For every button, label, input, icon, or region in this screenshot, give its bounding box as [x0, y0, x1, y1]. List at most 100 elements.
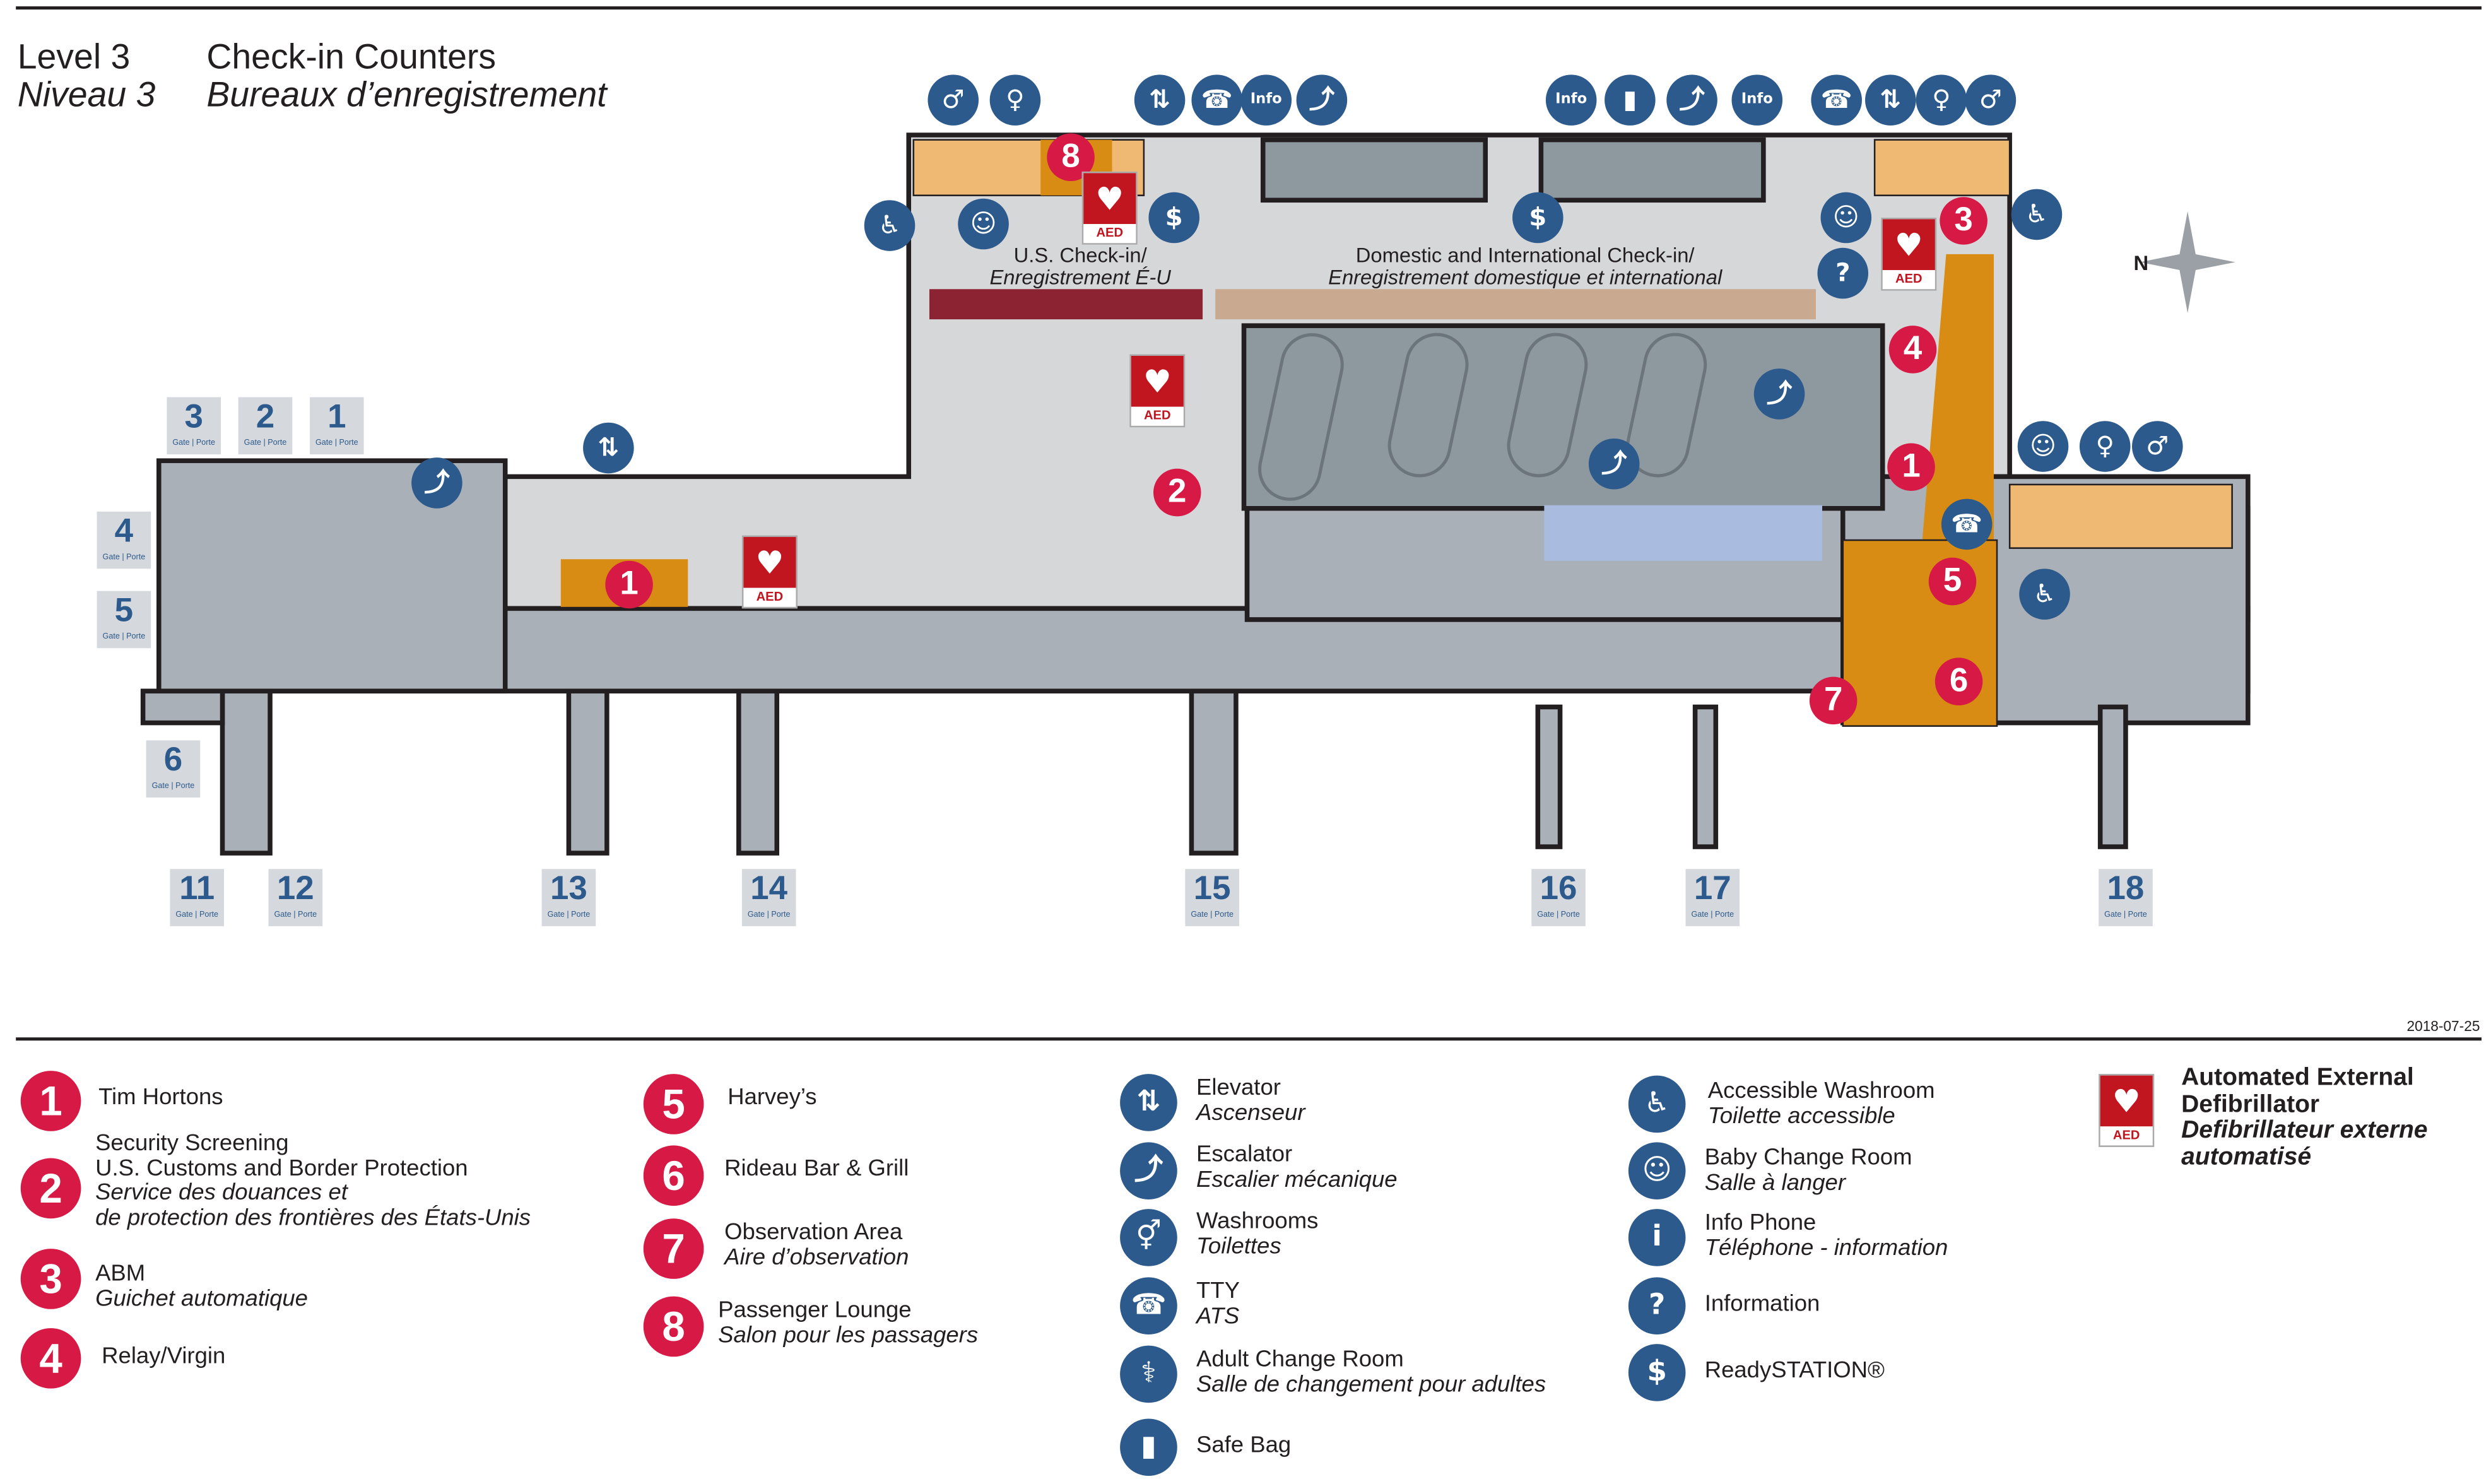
place-marker-3[interactable]: 3: [1940, 197, 1988, 245]
domestic-checkin-counters: [1215, 289, 1816, 320]
legend-place-en: Relay/Virgin: [102, 1344, 226, 1370]
man-icon[interactable]: ♂: [1965, 74, 2017, 126]
legend-service-en: Baby Change Room: [1704, 1145, 1912, 1171]
accessible-icon[interactable]: ♿: [864, 200, 916, 251]
safebag-icon[interactable]: ▮: [1605, 74, 1656, 126]
legend-service-label: Information: [1705, 1292, 1820, 1318]
legend-place-label: Harvey’s: [727, 1086, 816, 1111]
legend-service-fr: Escalier mécanique: [1196, 1167, 1398, 1192]
legend-aed-fr: automatisé: [2181, 1143, 2312, 1170]
gate-number: 12: [276, 870, 314, 907]
man-icon[interactable]: ♂: [928, 74, 979, 126]
aed-label: AED: [2112, 1128, 2140, 1143]
legend-place-number: 8: [643, 1296, 704, 1357]
elevator-icon[interactable]: ⇅: [1134, 74, 1186, 126]
gate-caption: Gate | Porte: [547, 910, 591, 920]
aed-sign[interactable]: ♥AED: [1081, 171, 1138, 245]
information-icon: ?: [1628, 1277, 1686, 1335]
gate-number: 4: [114, 513, 134, 550]
woman-icon[interactable]: ♀: [989, 74, 1041, 126]
aed-sign[interactable]: ♥AED: [741, 535, 798, 609]
gate-caption: Gate | Porte: [1691, 910, 1734, 920]
gate-number: 6: [163, 741, 183, 779]
washrooms-icon: ⚥: [1120, 1209, 1177, 1266]
gate-number: 3: [184, 398, 203, 435]
aed-label: AED: [1895, 271, 1923, 286]
question-icon[interactable]: ?: [1817, 247, 1869, 299]
gate-caption: Gate | Porte: [2104, 910, 2147, 920]
legend-place-number: 1: [20, 1071, 81, 1131]
info-icon[interactable]: Info: [1545, 74, 1597, 126]
gate-caption: Gate | Porte: [102, 553, 146, 563]
legend-place-en: Passenger Lounge: [718, 1298, 912, 1324]
escalator-icon[interactable]: ⤴: [1588, 438, 1640, 490]
baby-icon[interactable]: ☺: [2017, 421, 2069, 472]
legend-place-pre: Security Screening: [95, 1131, 289, 1157]
legend-place-en: Tim Hortons: [98, 1085, 223, 1111]
escalator-icon[interactable]: ⤴: [411, 457, 462, 509]
readystation-icon[interactable]: $: [1512, 192, 1564, 244]
legend-place-number: 5: [643, 1074, 704, 1134]
gate-caption: Gate | Porte: [244, 438, 287, 449]
escalator-icon[interactable]: ⤴: [1296, 74, 1348, 126]
accessible-icon[interactable]: ♿: [2019, 568, 2070, 620]
man-icon[interactable]: ♂: [2132, 421, 2183, 472]
relay-abm-area: [1922, 254, 1994, 541]
accessible-icon[interactable]: ♿: [2011, 189, 2063, 240]
elevator-icon: ⇅: [1120, 1074, 1177, 1131]
legend-service-en: Elevator: [1196, 1075, 1281, 1101]
woman-icon[interactable]: ♀: [1916, 74, 1967, 126]
domestic-checkin-label: Domestic and International Check-in/Enre…: [1328, 243, 1722, 290]
tty-icon[interactable]: ☎: [1941, 498, 1993, 550]
aed-sign[interactable]: ♥AED: [1881, 217, 1937, 291]
legend-service-en: Accessible Washroom: [1707, 1078, 1935, 1104]
readystation-icon[interactable]: $: [1148, 192, 1200, 244]
place-marker-4[interactable]: 4: [1888, 326, 1937, 374]
legend-service-en: Safe Bag: [1196, 1433, 1292, 1459]
legend-service-fr: Toilette accessible: [1707, 1103, 1895, 1129]
place-marker-1[interactable]: 1: [605, 560, 653, 609]
washrooms-southeast: [2008, 483, 2233, 549]
place-marker-7[interactable]: 7: [1809, 676, 1858, 725]
place-marker-2[interactable]: 2: [1153, 468, 1201, 517]
elevator-icon[interactable]: ⇅: [1865, 74, 1916, 126]
info-icon[interactable]: Info: [1731, 74, 1783, 126]
legend-service-fr: Salle à langer: [1704, 1170, 1846, 1196]
gate-caption: Gate | Porte: [172, 438, 216, 449]
escalator-icon[interactable]: ⤴: [1753, 368, 1805, 420]
baby-icon[interactable]: ☺: [958, 198, 1009, 250]
aed-label: AED: [1144, 408, 1171, 423]
legend-place-fr: Salon pour les passagers: [718, 1322, 979, 1348]
place-marker-6[interactable]: 6: [1934, 657, 1983, 705]
tty-icon[interactable]: ☎: [1191, 74, 1242, 126]
elevator-icon[interactable]: ⇅: [583, 422, 634, 474]
heart-icon: ♥: [1131, 356, 1184, 407]
legend-service-fr: Téléphone - information: [1704, 1235, 1948, 1261]
place-marker-5[interactable]: 5: [1928, 557, 1977, 606]
escalator-icon[interactable]: ⤴: [1666, 74, 1717, 126]
place-marker-1[interactable]: 1: [1887, 443, 1935, 492]
level-label: Level 3: [17, 36, 131, 76]
tty-icon: ☎: [1120, 1277, 1177, 1335]
info-icon[interactable]: Info: [1240, 74, 1292, 126]
gate-caption: Gate | Porte: [1191, 910, 1234, 920]
tty-icon[interactable]: ☎: [1811, 74, 1862, 126]
gate-caption: Gate | Porte: [102, 632, 146, 642]
aed-sign[interactable]: ♥AED: [1129, 354, 1186, 428]
woman-icon[interactable]: ♀: [2079, 421, 2131, 472]
heart-icon: ♥: [743, 537, 796, 588]
baby-icon[interactable]: ☺: [1820, 192, 1872, 244]
